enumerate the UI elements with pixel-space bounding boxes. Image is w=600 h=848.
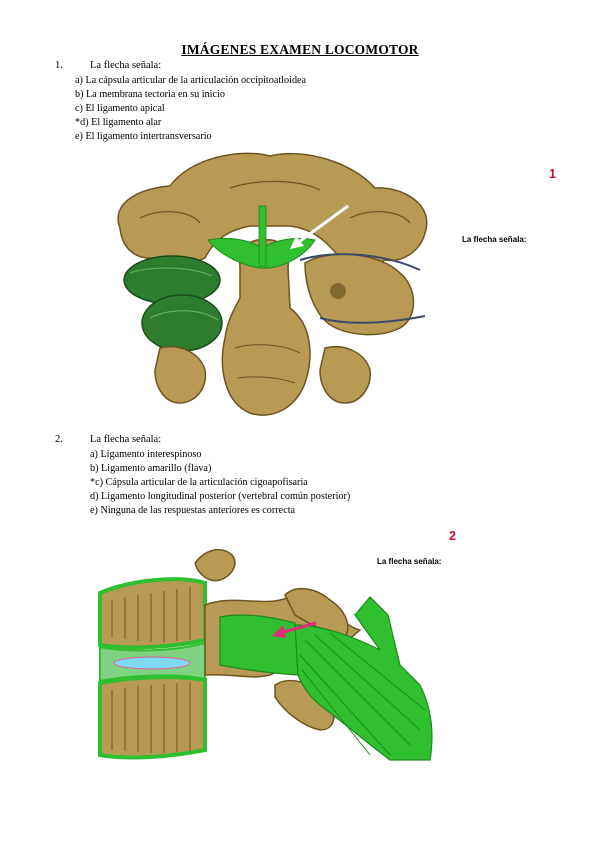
question-2-option-c: *c) Cápsula articular de la articulación…: [90, 477, 308, 488]
question-1-option-e: e) El ligamento intertransversario: [75, 131, 212, 142]
question-2-option-e: e) Ninguna de las respuestas anteriores …: [90, 505, 296, 516]
occipital-bone: [117, 152, 428, 266]
white-arrow: [295, 204, 349, 246]
question-2-option-a: a) Ligamento interespinoso: [90, 449, 202, 460]
question-1-option-c: c) El ligamento apical: [75, 103, 165, 114]
question-1-option-d: *d) El ligamento alar: [75, 117, 162, 128]
question-1-prompt: La flecha señala:: [90, 60, 162, 71]
figure-1-anatomy-illustration: [117, 152, 428, 416]
question-2-prompt: La flecha señala:: [90, 434, 162, 445]
page-title: IMÁGENES EXAMEN LOCOMOTOR: [181, 42, 419, 57]
figure-1-side-label: La flecha señala:: [462, 235, 527, 244]
lower-vertebral-body: [98, 675, 207, 760]
nucleus-pulposus: [113, 656, 191, 670]
question-1-option-a: a) La cápsula articular de la articulaci…: [75, 75, 307, 86]
magenta-arrow-head: [272, 625, 286, 638]
question-2-number: 2.: [55, 434, 63, 445]
interspinous-ligament: [294, 613, 433, 761]
magenta-arrow: [279, 621, 317, 635]
figure-2-side-label: La flecha señala:: [377, 557, 442, 566]
white-arrow-head: [290, 236, 304, 249]
question-1-option-b: b) La membrana tectoria en su inicio: [75, 89, 225, 100]
figure-1-badge: 1: [549, 167, 556, 181]
question-2-option-b: b) Ligamento amarillo (flava): [90, 463, 212, 474]
apical-ligament: [258, 205, 267, 267]
question-1-number: 1.: [55, 60, 63, 71]
right-lateral-mass: [304, 253, 415, 336]
zygapophyseal-capsule: [219, 614, 299, 676]
figure-2-anatomy-illustration: [98, 548, 433, 761]
figure-2-badge: 2: [449, 529, 456, 543]
left-lateral-mass: [141, 294, 223, 352]
question-2-option-d: d) Ligamento longitudinal posterior (ver…: [90, 491, 351, 502]
